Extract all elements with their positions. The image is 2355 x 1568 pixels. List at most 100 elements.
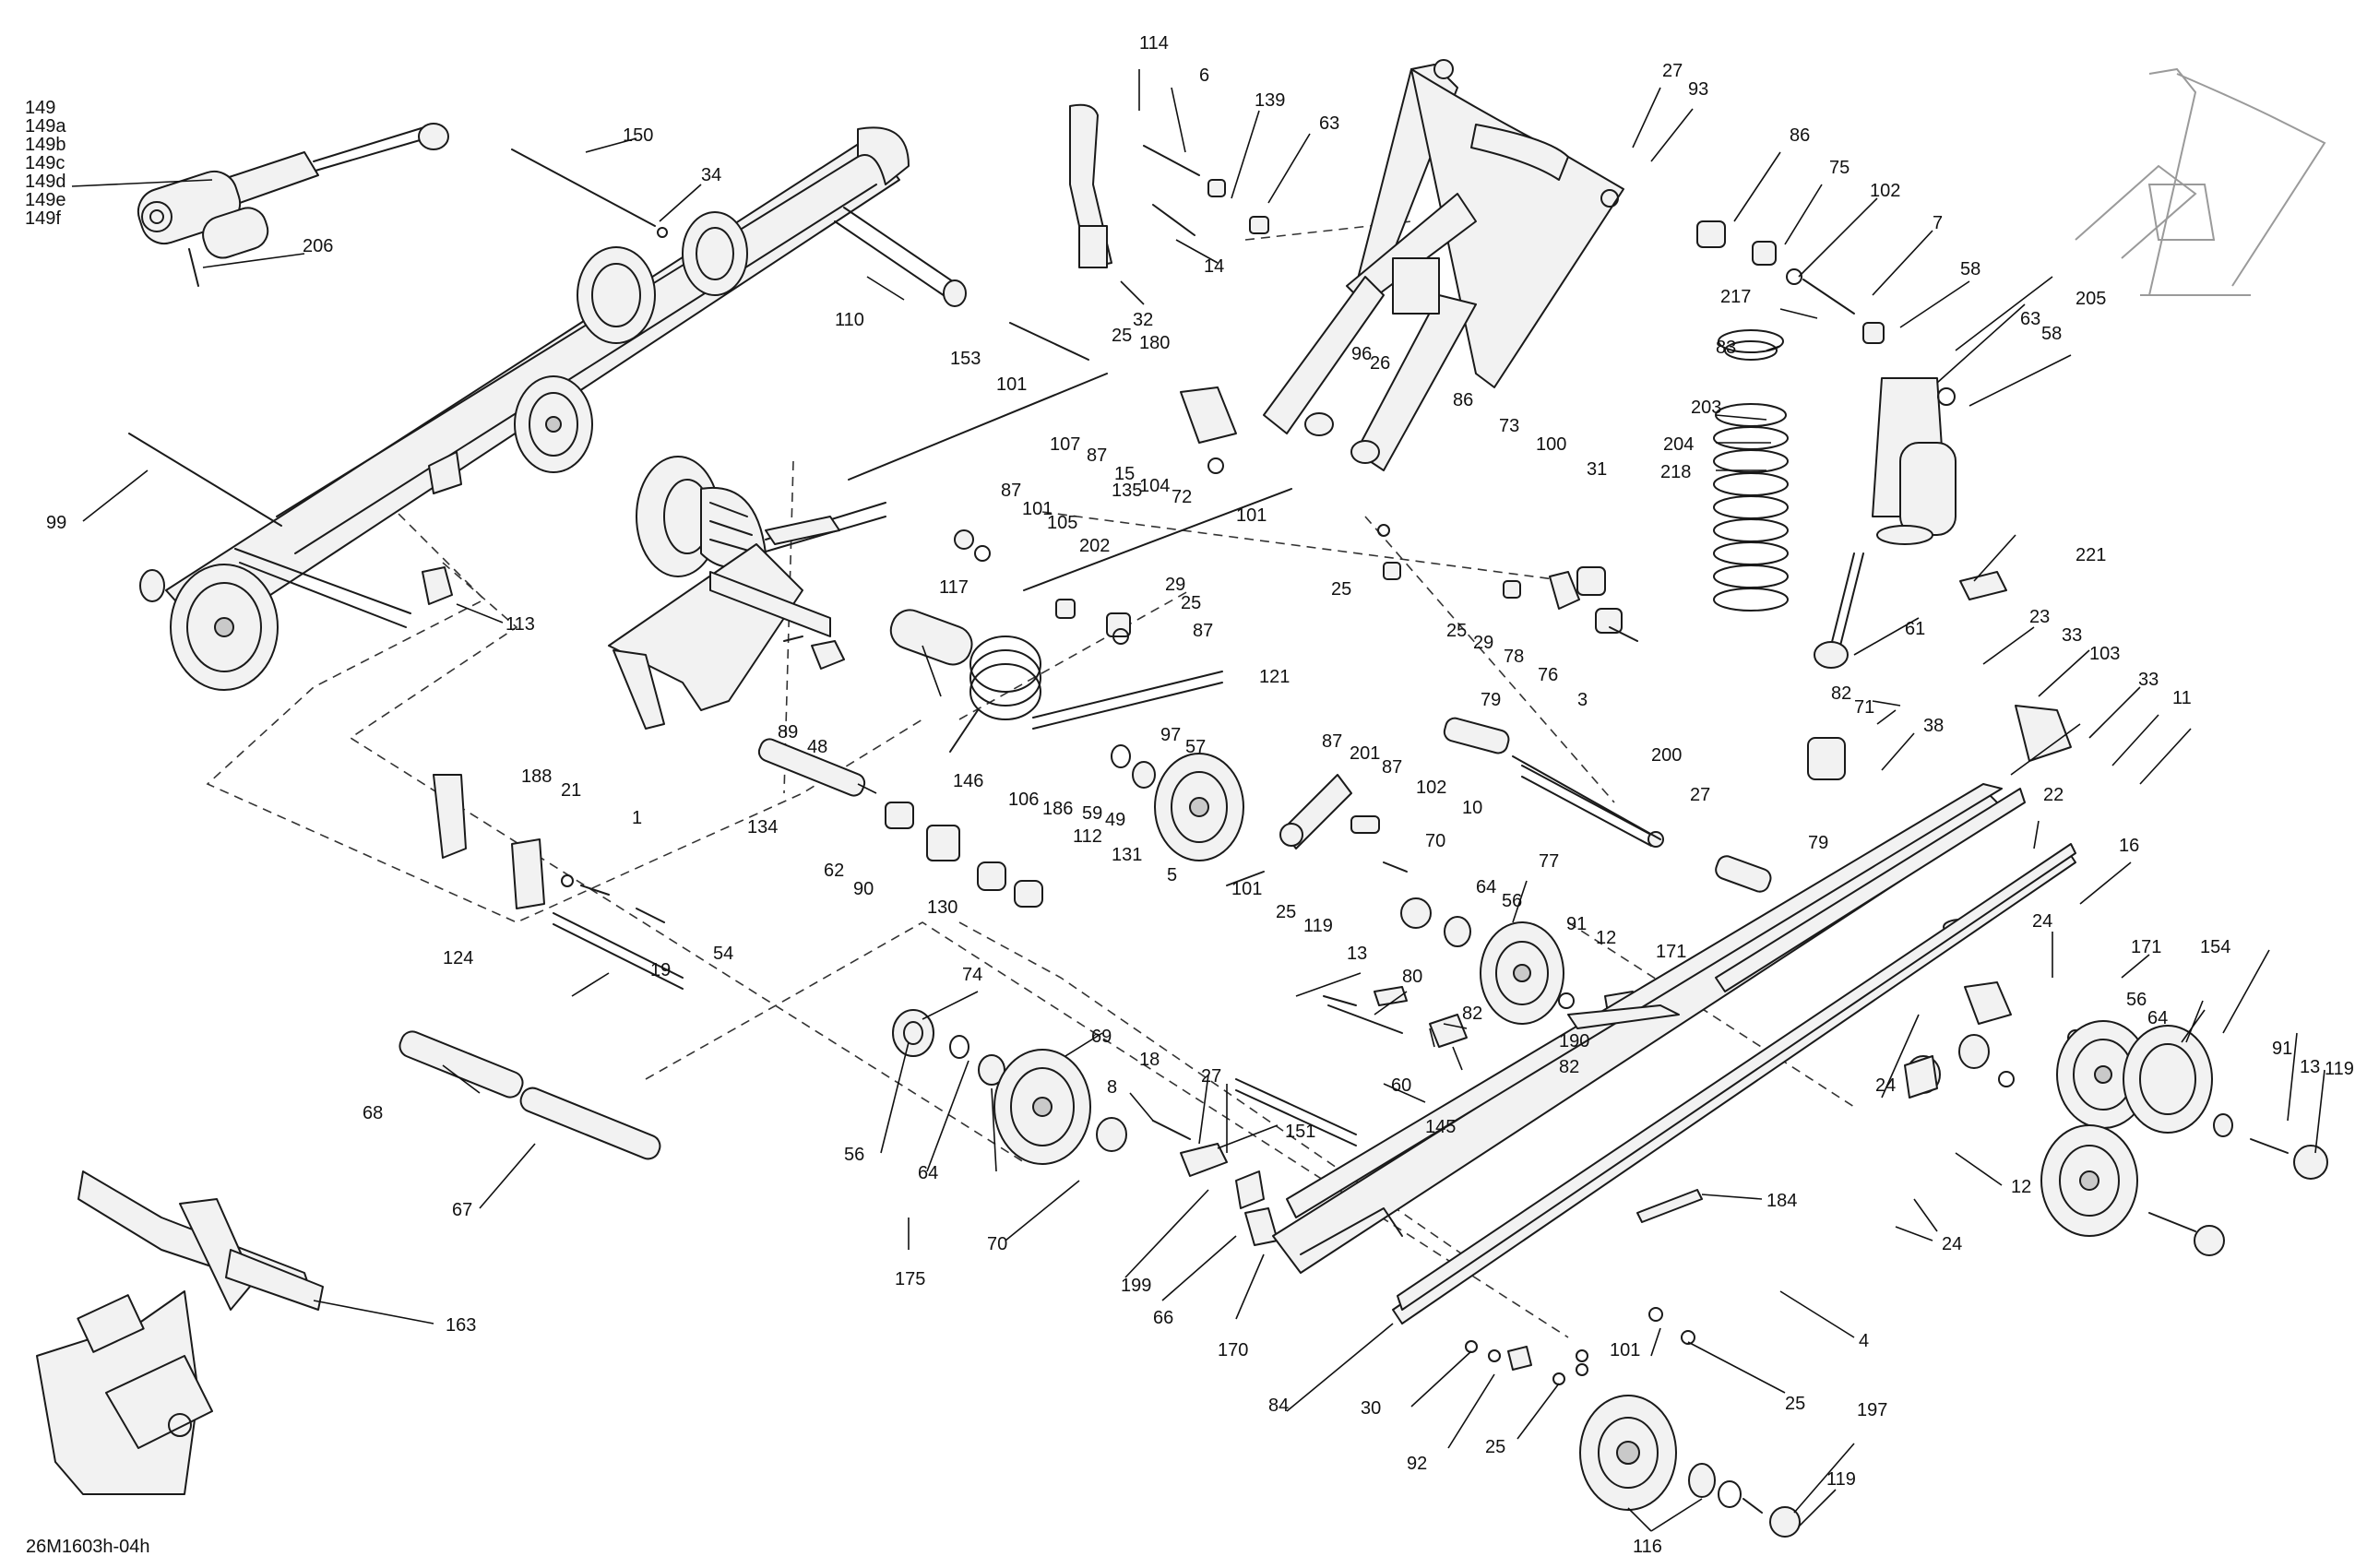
callout-66: 66 (1153, 1308, 1173, 1328)
callout-153: 153 (950, 349, 981, 369)
callout-12-a: 12 (1596, 928, 1616, 948)
callout-149d: 149d (25, 172, 66, 192)
callout-218: 218 (1660, 462, 1691, 482)
callout-27-a: 27 (1662, 61, 1683, 81)
callout-221: 221 (2075, 545, 2106, 565)
callout-61: 61 (1905, 619, 1925, 639)
callout-73: 73 (1499, 416, 1519, 436)
torsion-spring-146 (949, 636, 1223, 753)
callout-64-b: 64 (918, 1163, 938, 1183)
right-slide-rail (1272, 783, 2076, 1324)
callout-70-b: 70 (987, 1234, 1007, 1254)
callout-204: 204 (1663, 434, 1694, 455)
callout-72: 72 (1172, 487, 1192, 507)
callout-205: 205 (2075, 289, 2106, 309)
wheel-group-175 (892, 1009, 1279, 1246)
callout-197: 197 (1857, 1400, 1887, 1420)
callout-188: 188 (521, 766, 552, 787)
callout-82-a: 82 (1831, 683, 1851, 704)
callout-151: 151 (1285, 1122, 1315, 1142)
callout-100: 100 (1536, 434, 1566, 455)
leader-lines (71, 69, 2325, 1532)
callout-149f: 149f (25, 208, 61, 229)
callout-150: 150 (623, 125, 653, 146)
torque-arm-114 (1069, 103, 1112, 268)
callout-184: 184 (1766, 1191, 1797, 1211)
decal-184 (1636, 1189, 1703, 1223)
inset-overview-top-right (2075, 67, 2326, 296)
diagram-reference-id: 26M1603h-04h (26, 1537, 150, 1557)
callout-101-e: 101 (1610, 1340, 1640, 1360)
callout-25-e: 25 (1446, 621, 1467, 641)
callout-110: 110 (835, 310, 864, 330)
callout-25-a: 25 (1112, 326, 1132, 346)
callout-91-b: 91 (2272, 1039, 2292, 1059)
callout-58-a: 58 (1960, 259, 1980, 279)
front-arm-assembly (608, 456, 973, 730)
small-hardware (848, 145, 2084, 1046)
callout-114: 114 (1139, 33, 1169, 53)
callout-175: 175 (895, 1269, 925, 1289)
callout-131: 131 (1112, 845, 1142, 865)
callout-11: 11 (2172, 688, 2192, 708)
callout-149: 149 (25, 98, 55, 118)
callout-77: 77 (1539, 851, 1559, 872)
callout-64-a: 64 (1476, 877, 1496, 897)
callout-70-a: 70 (1425, 831, 1445, 851)
callout-10: 10 (1462, 798, 1482, 818)
callout-54: 54 (713, 944, 733, 964)
callout-33-a: 33 (2062, 625, 2082, 646)
callout-79-a: 79 (1481, 690, 1501, 710)
callout-59: 59 (1082, 803, 1102, 824)
rear-shock-149 (137, 123, 449, 287)
callout-23: 23 (2029, 607, 2050, 627)
callout-119-a: 119 (1303, 916, 1333, 936)
callout-78: 78 (1504, 647, 1524, 667)
callout-86-b: 86 (1790, 125, 1810, 146)
callout-163: 163 (446, 1315, 476, 1336)
callout-149c: 149c (25, 153, 65, 173)
callout-8: 8 (1107, 1077, 1117, 1098)
callout-101-d: 101 (1231, 879, 1262, 899)
callout-101-a: 101 (996, 374, 1027, 395)
callout-106: 106 (1008, 790, 1039, 810)
center-wheel-group (1111, 744, 1638, 1048)
callout-60: 60 (1391, 1075, 1411, 1096)
callout-76: 76 (1538, 665, 1558, 685)
callout-84: 84 (1268, 1396, 1289, 1416)
callout-21: 21 (561, 780, 581, 801)
callout-87-c: 87 (1193, 621, 1213, 641)
callout-7: 7 (1933, 213, 1943, 233)
callout-171-b: 171 (2131, 937, 2161, 957)
callout-19: 19 (650, 960, 671, 980)
callout-105: 105 (1047, 513, 1077, 533)
callout-87-a: 87 (1087, 445, 1107, 466)
callout-200: 200 (1651, 745, 1682, 766)
rear-spring-shock (1713, 329, 2007, 669)
callout-75: 75 (1829, 158, 1850, 178)
callout-labels: 149 149a 149b 149c 149d 149e 149f 206 15… (25, 33, 2354, 1557)
callout-16: 16 (2119, 836, 2139, 856)
callout-13-b: 13 (2300, 1057, 2320, 1077)
callout-74: 74 (962, 965, 982, 985)
callout-33-b: 33 (2138, 670, 2159, 690)
callout-71: 71 (1854, 697, 1874, 718)
callout-119-b: 119 (2325, 1059, 2354, 1079)
callout-29-a: 29 (1165, 575, 1185, 595)
callout-89: 89 (778, 722, 798, 742)
callout-22: 22 (2043, 785, 2064, 805)
callout-112: 112 (1073, 826, 1102, 847)
callout-25-c: 25 (1276, 902, 1296, 922)
wheel-group-116 (1465, 1307, 1801, 1538)
callout-30: 30 (1361, 1398, 1381, 1419)
callout-87-b: 87 (1001, 481, 1021, 501)
callout-82-b: 82 (1462, 1004, 1482, 1024)
callout-145: 145 (1425, 1117, 1456, 1137)
callout-139: 139 (1255, 90, 1285, 111)
callout-24-a: 24 (2032, 911, 2052, 932)
callout-25-f: 25 (1785, 1394, 1805, 1414)
callout-103: 103 (2089, 644, 2120, 664)
callout-49: 49 (1105, 810, 1125, 830)
callout-102-b: 102 (1870, 181, 1900, 201)
callout-3: 3 (1577, 690, 1588, 710)
